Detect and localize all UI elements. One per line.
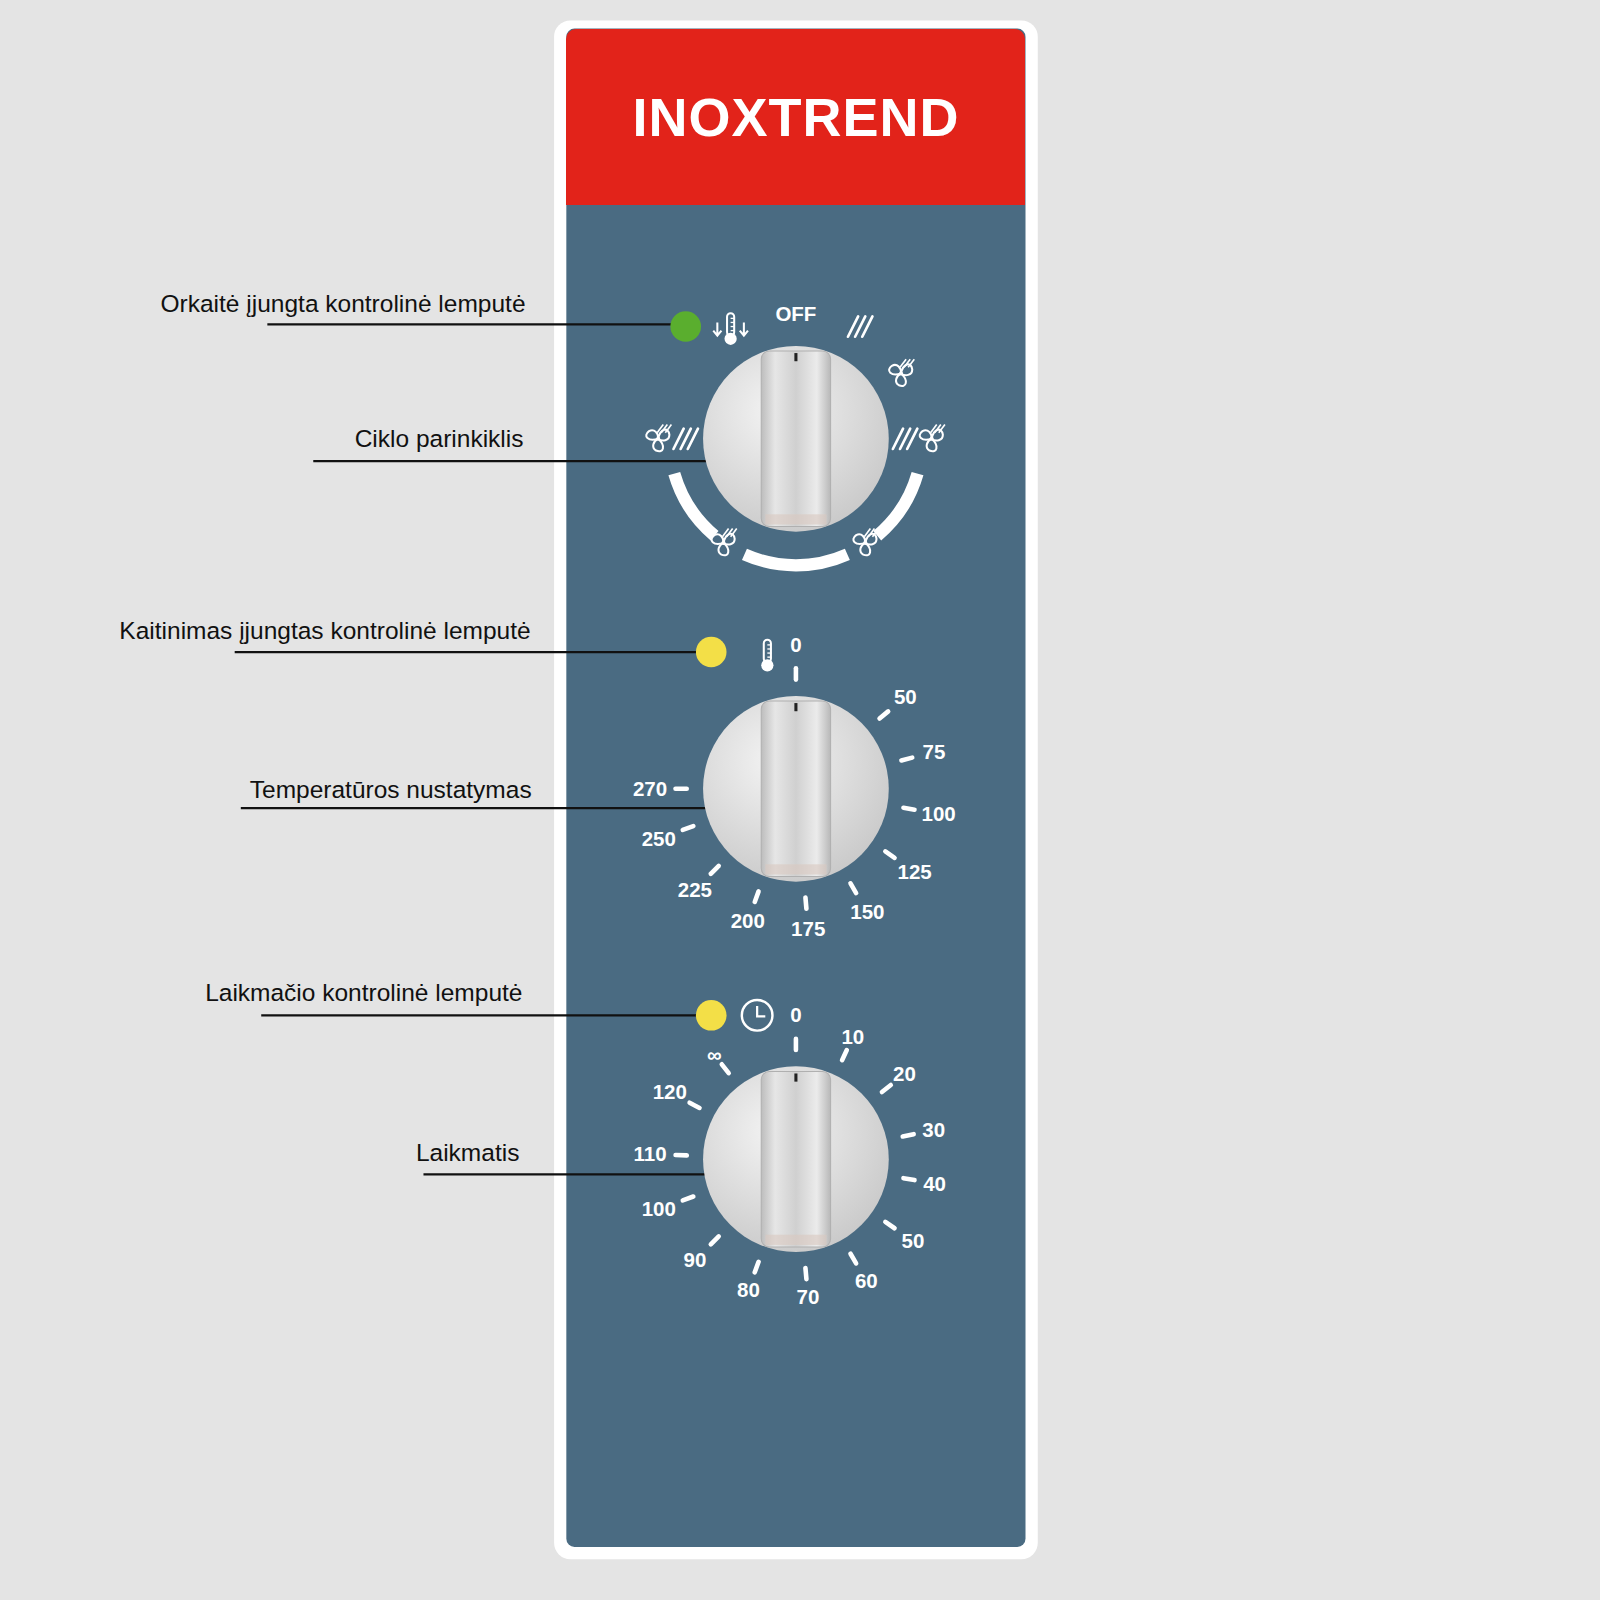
scale-tick bbox=[755, 891, 759, 902]
dial-scale-number: 80 bbox=[737, 1279, 760, 1300]
fan-symbol bbox=[645, 424, 672, 453]
oven-on-lamp bbox=[670, 311, 701, 342]
callout-label: Laikmatis bbox=[416, 1141, 519, 1166]
scale-tick bbox=[880, 711, 889, 718]
scale-tick bbox=[885, 851, 894, 857]
brand-band: INOXTREND bbox=[566, 29, 1025, 206]
scale-tick bbox=[722, 1064, 729, 1073]
leader-line bbox=[267, 323, 673, 325]
dial-scale-number: 0 bbox=[790, 635, 801, 656]
scale-tick bbox=[683, 826, 694, 830]
leader-line bbox=[313, 460, 743, 462]
scale-tick bbox=[903, 1178, 914, 1180]
scale-tick bbox=[676, 1153, 687, 1158]
fan-symbol bbox=[888, 359, 915, 388]
dial-scale-number: 0 bbox=[790, 1005, 801, 1026]
dial-scale-number: 150 bbox=[850, 902, 884, 923]
leader-line bbox=[235, 651, 698, 653]
heating-lamp bbox=[696, 637, 727, 668]
dial-scale-number: 70 bbox=[797, 1287, 820, 1308]
dial-scale-number: 60 bbox=[855, 1271, 878, 1292]
dial-scale-number: 50 bbox=[894, 687, 917, 708]
dial-scale-number: 110 bbox=[634, 1144, 667, 1165]
dial-scale-number: 40 bbox=[923, 1173, 946, 1194]
dial-scale-number: OFF bbox=[775, 304, 816, 325]
dial-scale-number: 125 bbox=[898, 862, 932, 883]
fan-symbol bbox=[918, 424, 945, 453]
dial-scale-number: 270 bbox=[633, 779, 667, 800]
clock-symbol bbox=[742, 1000, 773, 1031]
scale-tick bbox=[794, 1039, 799, 1050]
scale-tick bbox=[803, 1268, 809, 1279]
scale-tick bbox=[882, 1085, 891, 1092]
scale-tick bbox=[711, 866, 719, 874]
dial-scale-number: 75 bbox=[923, 742, 946, 763]
cycle-range-arc bbox=[873, 472, 923, 540]
control-knob bbox=[703, 696, 889, 882]
scale-tick bbox=[683, 1197, 694, 1201]
scale-tick bbox=[676, 786, 687, 791]
scale-tick bbox=[901, 758, 912, 761]
scale-tick bbox=[851, 883, 857, 893]
scale-tick bbox=[842, 1050, 847, 1060]
panel-frame bbox=[554, 20, 1038, 1559]
heat-symbol bbox=[848, 316, 872, 336]
dial-scale-number: 225 bbox=[678, 880, 712, 901]
dial-scale-number: ∞ bbox=[707, 1044, 722, 1065]
dial-scale-number: 250 bbox=[642, 828, 676, 849]
scale-tick bbox=[885, 1222, 894, 1228]
cycle-range-arc bbox=[742, 549, 850, 572]
scale-tick bbox=[755, 1262, 759, 1273]
leader-line bbox=[261, 1014, 698, 1016]
dial-scale-number: 20 bbox=[893, 1064, 916, 1085]
scale-tick bbox=[794, 668, 799, 679]
dial-scale-number: 10 bbox=[841, 1027, 864, 1048]
callout-label: Ciklo parinkiklis bbox=[355, 427, 524, 452]
callout-label: Laikmačio kontrolinė lemputė bbox=[205, 981, 522, 1006]
scale-tick bbox=[803, 898, 809, 909]
thermometer-symbol bbox=[713, 313, 748, 345]
dial-scale-number: 100 bbox=[922, 804, 956, 825]
cycle-range-arc bbox=[668, 472, 718, 540]
scale-tick bbox=[690, 1103, 700, 1108]
scale-tick bbox=[711, 1236, 719, 1244]
scale-tick bbox=[851, 1254, 857, 1264]
callout-label: Temperatūros nustatymas bbox=[250, 778, 532, 803]
thermometer-symbol bbox=[761, 640, 773, 672]
scale-tick bbox=[903, 1134, 914, 1136]
leader-line bbox=[241, 807, 739, 809]
heat-symbol bbox=[673, 429, 697, 449]
control-knob bbox=[703, 1066, 889, 1252]
timer-lamp bbox=[696, 1000, 727, 1031]
dial-scale-number: 90 bbox=[683, 1250, 706, 1271]
fan-symbol bbox=[852, 529, 879, 558]
dial-scale-number: 120 bbox=[653, 1082, 687, 1103]
dial-scale-number: 50 bbox=[902, 1231, 925, 1252]
control-knob bbox=[703, 346, 889, 532]
dial-scale-number: 30 bbox=[922, 1120, 945, 1141]
callout-label: Kaitinimas įjungtas kontrolinė lemputė bbox=[119, 619, 530, 644]
dial-scale-number: 200 bbox=[731, 911, 765, 932]
dial-scale-number: 100 bbox=[642, 1199, 676, 1220]
leader-line bbox=[423, 1173, 732, 1175]
scale-tick bbox=[903, 808, 914, 810]
panel-face bbox=[566, 29, 1025, 1547]
brand-logo: INOXTREND bbox=[632, 90, 959, 144]
callout-label: Orkaitė įjungta kontrolinė lemputė bbox=[161, 292, 526, 317]
dial-scale-number: 175 bbox=[791, 919, 825, 940]
heat-symbol bbox=[893, 429, 917, 449]
